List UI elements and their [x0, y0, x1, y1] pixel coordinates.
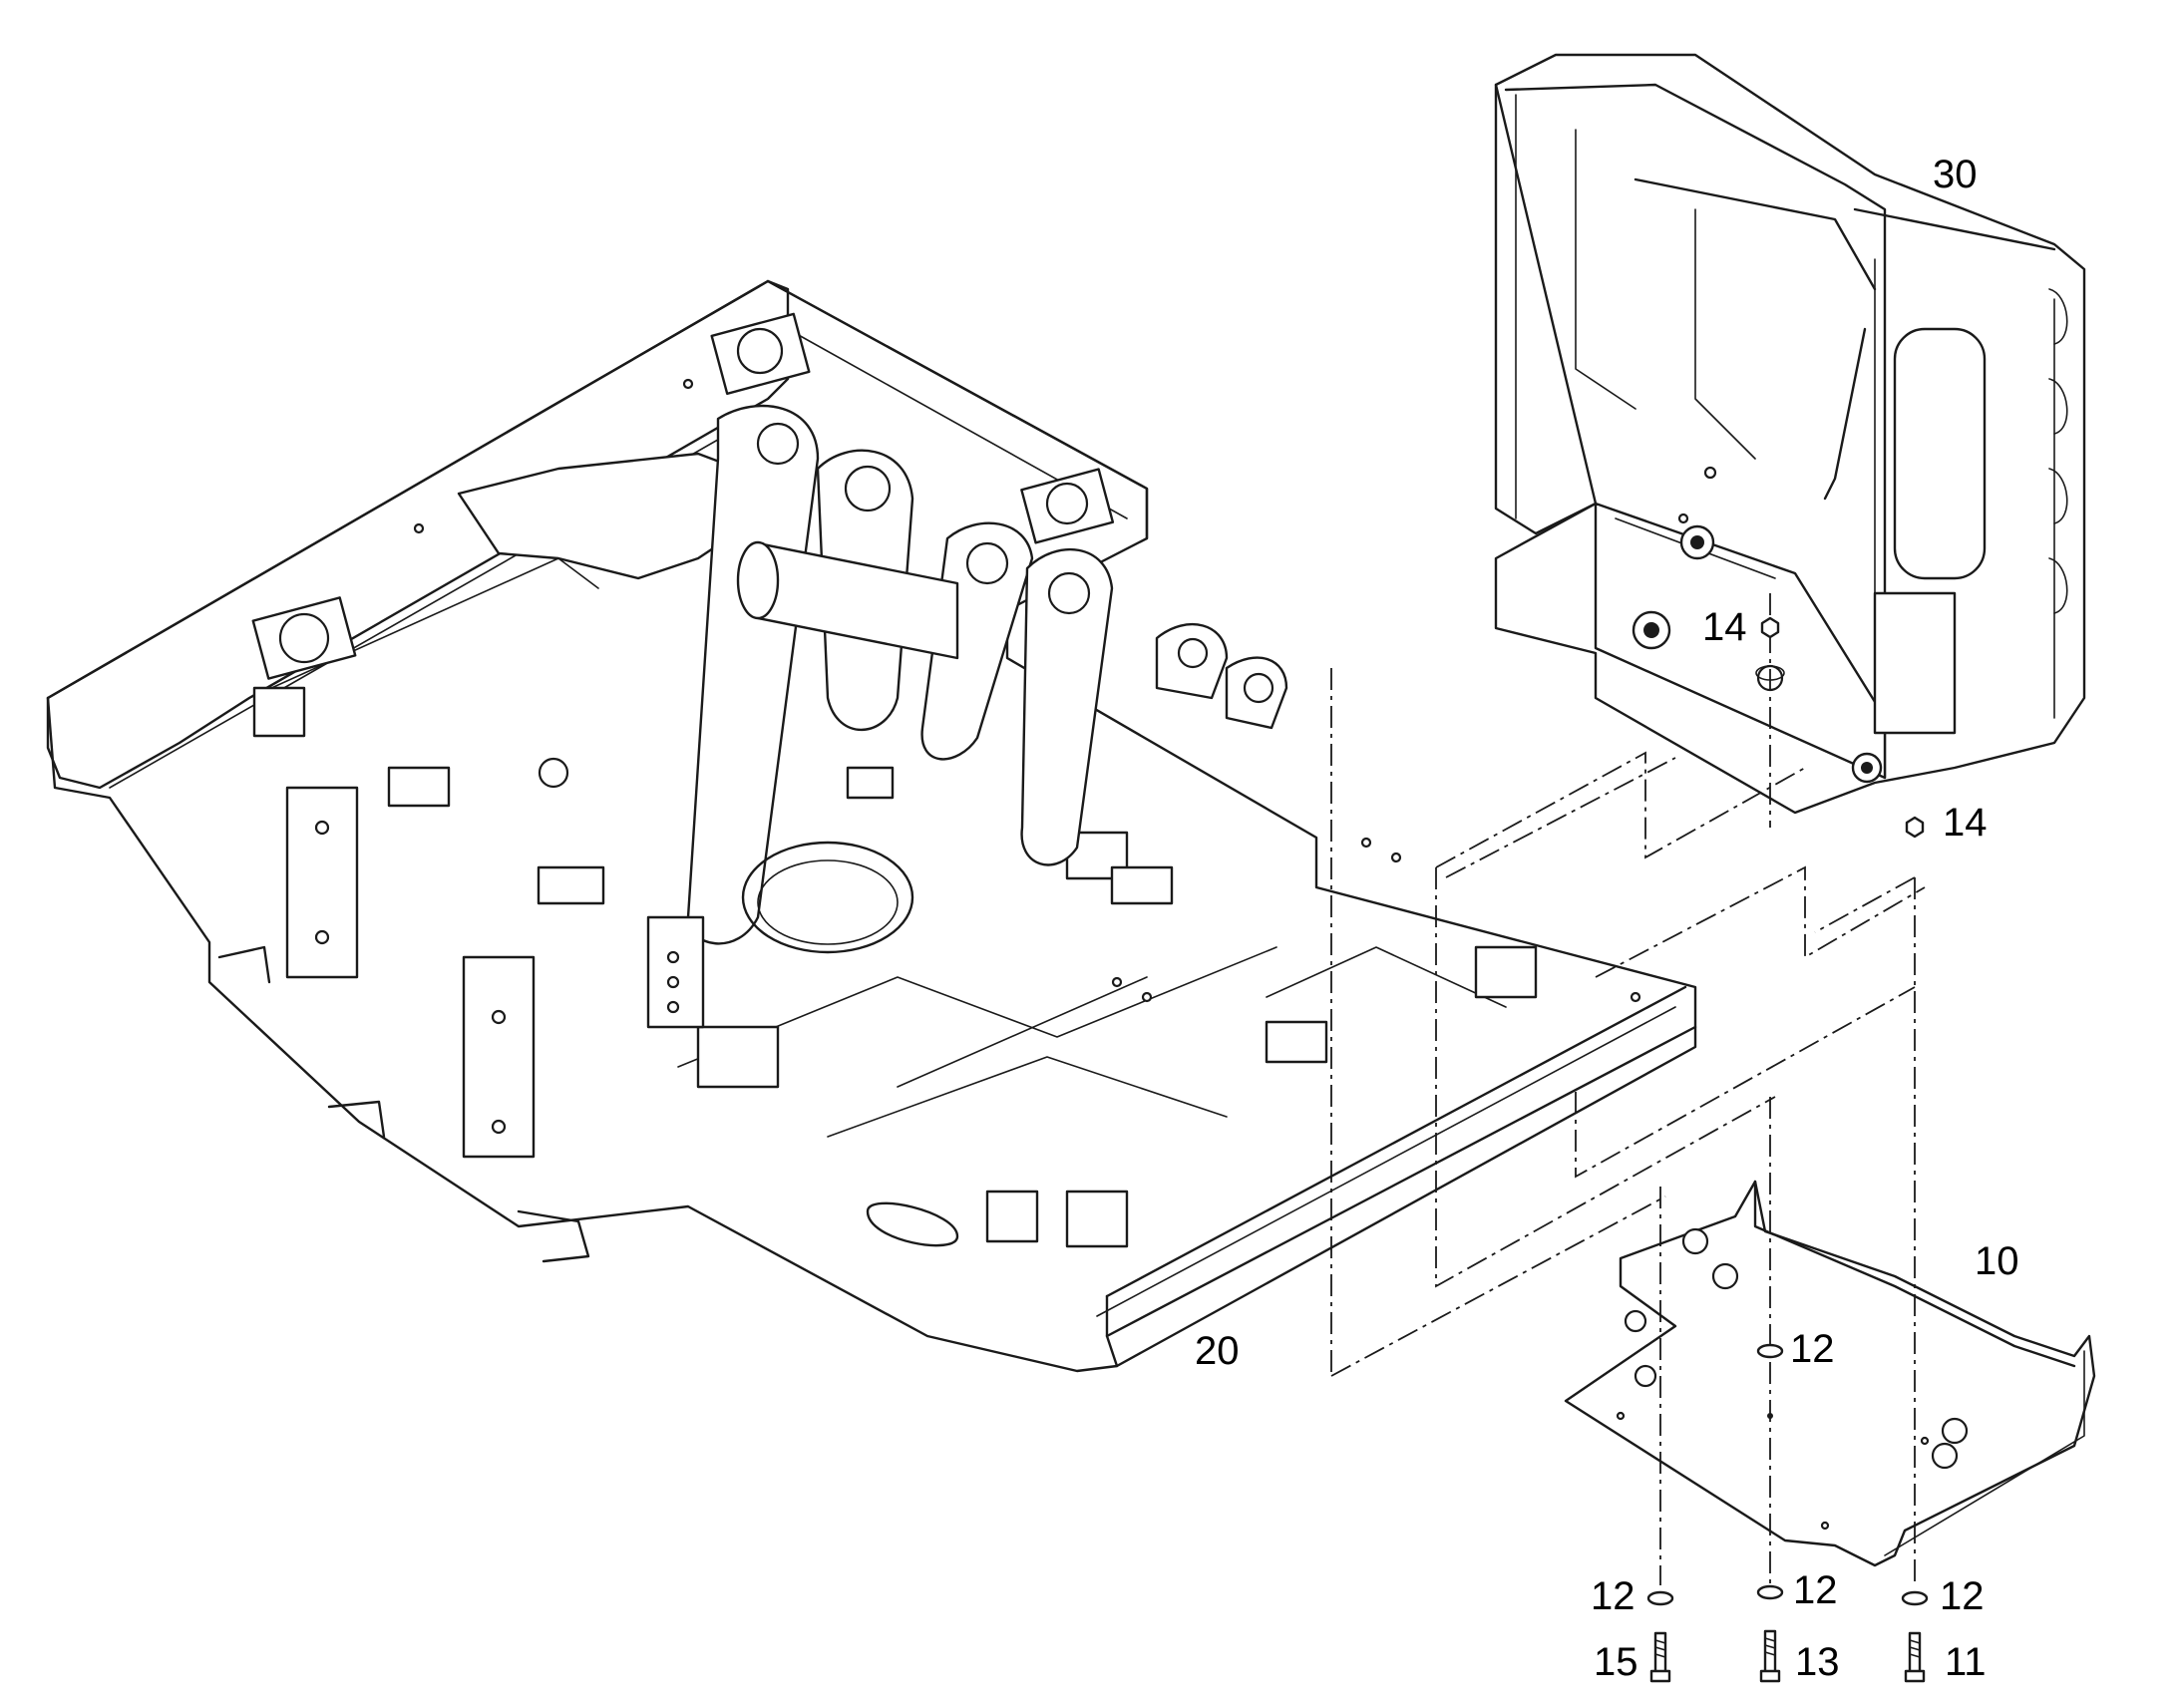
callout-12-mid: 12	[1790, 1327, 1835, 1371]
plate-part-10	[1564, 1180, 2096, 1567]
callout-12-bottom-mid: 12	[1793, 1568, 1838, 1612]
bolt-15	[1649, 1631, 1671, 1683]
callout-11: 11	[1945, 1640, 1987, 1684]
callout-14-top: 14	[1702, 605, 1747, 649]
callout-14-right: 14	[1943, 801, 1988, 845]
callout-12-bottom-left: 12	[1591, 1574, 1635, 1618]
bolt-11	[1904, 1631, 1926, 1683]
callout-15: 15	[1594, 1640, 1638, 1684]
upper-frame-part-20	[46, 279, 1697, 1373]
callout-10: 10	[1975, 1239, 2019, 1283]
washer-12-right	[1901, 1590, 1929, 1606]
fasteners	[1646, 616, 1929, 1683]
washer-12-mid	[1756, 1343, 1784, 1359]
nut-14-top	[1760, 616, 1780, 639]
bolt-13	[1759, 1629, 1781, 1683]
callout-20: 20	[1195, 1329, 1240, 1373]
callout-12-bottom-right: 12	[1940, 1574, 1985, 1618]
cover-part-30	[1494, 53, 2086, 815]
callout-13: 13	[1795, 1640, 1840, 1684]
callout-30: 30	[1933, 153, 1978, 196]
washer-12-mid-bottom	[1756, 1584, 1784, 1600]
assembly-centerlines	[1330, 593, 1926, 1585]
nut-14-right	[1905, 816, 1925, 839]
washer-12-left	[1646, 1590, 1674, 1606]
callout-labels: 30 14 14 10 20 12 12 12 12 15 13 11	[1195, 153, 2019, 1684]
